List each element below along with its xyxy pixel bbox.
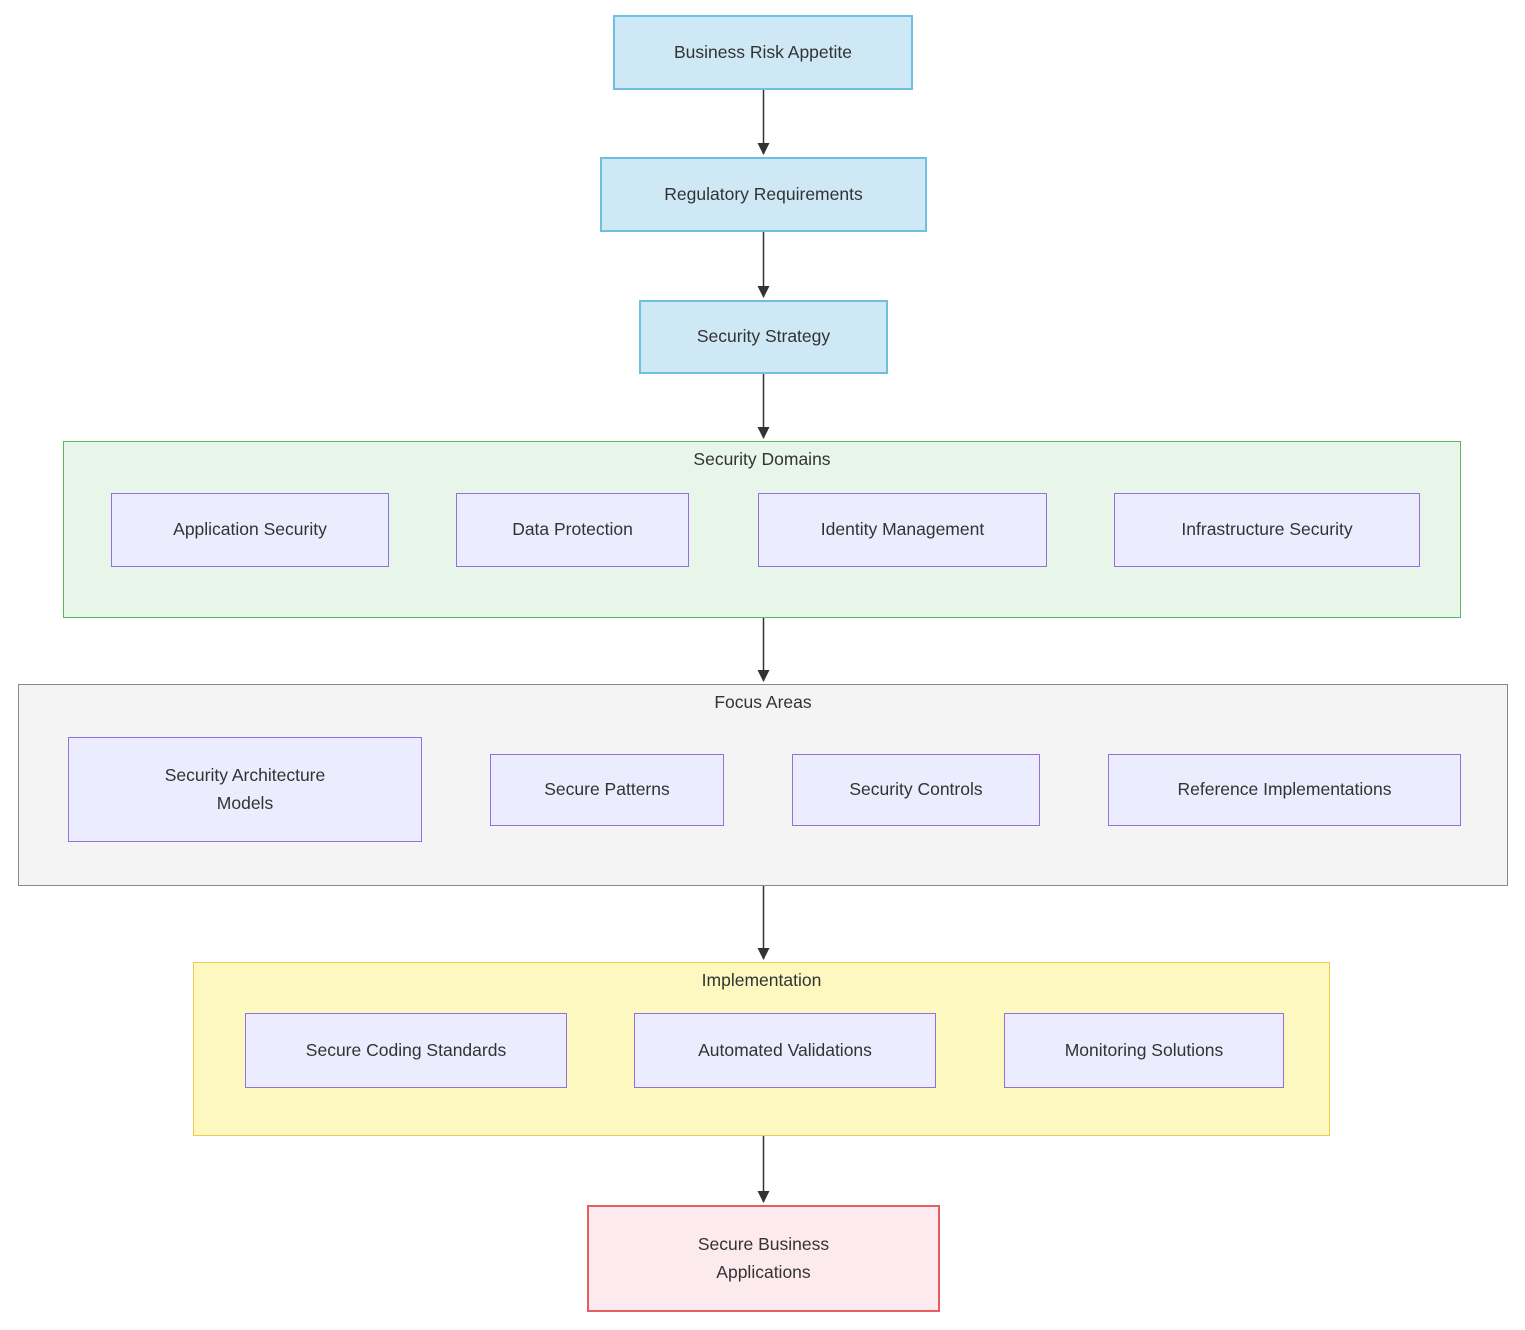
node-label: Secure Business Applications [697, 1234, 830, 1282]
node-label: Secure Coding Standards [305, 1039, 507, 1060]
node-automated-validations: Automated Validations [634, 1013, 936, 1088]
node-infrastructure-security: Infrastructure Security [1114, 493, 1420, 567]
node-label: Regulatory Requirements [664, 183, 863, 204]
cluster-title-security-domains: Security Domains [693, 449, 831, 469]
node-label: Application Security [173, 519, 327, 540]
node-application-security: Application Security [111, 493, 389, 567]
node-label: Security Architecture Models [164, 765, 326, 813]
node-reference-implementations: Reference Implementations [1108, 754, 1461, 826]
node-monitoring-solutions: Monitoring Solutions [1004, 1013, 1284, 1088]
node-secure-coding-standards: Secure Coding Standards [245, 1013, 567, 1088]
node-label: Business Risk Appetite [673, 41, 852, 62]
node-label: Monitoring Solutions [1064, 1039, 1224, 1060]
node-security-architecture-models: Security Architecture Models [68, 737, 422, 842]
node-label: Infrastructure Security [1181, 519, 1353, 540]
node-secure-patterns: Secure Patterns [490, 754, 724, 826]
node-label: Automated Validations [698, 1039, 872, 1060]
node-security-controls: Security Controls [792, 754, 1040, 826]
node-label: Security Strategy [696, 326, 831, 347]
node-label: Identity Management [820, 519, 985, 540]
node-secure-business-applications: Secure Business Applications [587, 1205, 940, 1312]
cluster-security-domains: Security Domains Application Security Da… [63, 441, 1461, 618]
cluster-title-implementation: Implementation [701, 970, 822, 990]
node-data-protection: Data Protection [456, 493, 689, 567]
cluster-implementation: Implementation Secure Coding Standards A… [193, 962, 1330, 1136]
node-security-strategy: Security Strategy [639, 300, 888, 374]
node-label: Secure Patterns [544, 779, 670, 800]
node-business-risk-appetite: Business Risk Appetite [613, 15, 913, 90]
node-label: Security Controls [849, 779, 983, 800]
cluster-title-focus-areas: Focus Areas [714, 692, 812, 712]
node-label: Data Protection [512, 519, 633, 540]
node-identity-management: Identity Management [758, 493, 1047, 567]
cluster-focus-areas: Focus Areas Security Architecture Models… [18, 684, 1508, 886]
node-label: Reference Implementations [1177, 779, 1392, 800]
node-regulatory-requirements: Regulatory Requirements [600, 157, 927, 232]
